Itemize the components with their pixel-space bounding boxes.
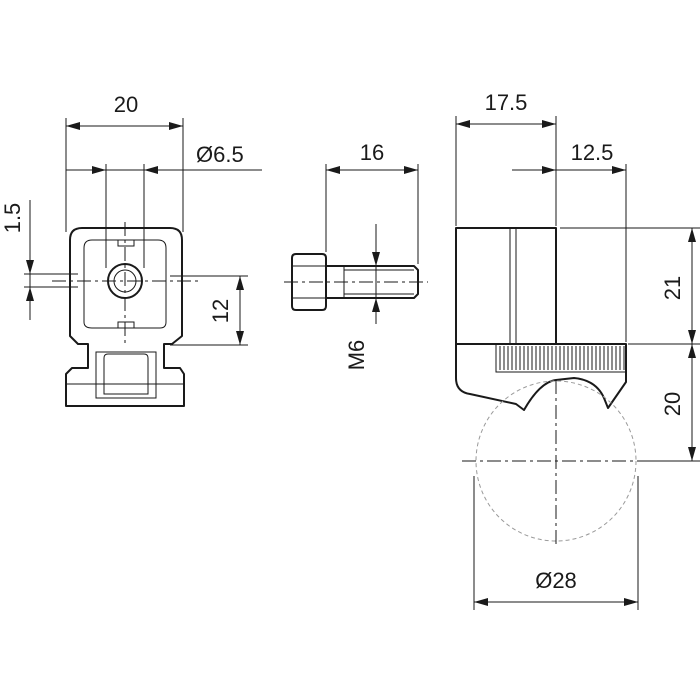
dim-label-side-height-upper: 21 [660,276,685,300]
dim-21-arrow-bottom [688,330,696,344]
dim-20s-arrow-top [688,344,696,358]
front-view-notch-bottom [117,321,135,328]
front-view-notch-top [117,240,135,247]
dim-label-front-width: 20 [114,92,138,117]
dim-12-arrow-bottom [236,331,244,345]
dim-17-5-arrow-left [456,120,470,128]
dim-16-arrow-left [326,166,340,174]
bolt-view: 16 M6 [284,140,428,370]
dim-16-arrow-right [404,166,418,174]
dim-20s-arrow-bottom [688,447,696,461]
front-view-window [83,239,167,329]
dim-12-5-arrow-left [542,166,556,174]
dim-bore-arrow-right [144,166,158,174]
tube-circle [475,380,637,542]
dim-m6-arrow-top [372,252,380,266]
dim-1-5-arrow-top [26,260,34,274]
front-view: 20 Ø6.5 1.5 12 [0,92,262,407]
dim-label-side-offset: 12.5 [571,140,614,165]
dim-20-arrow-right [169,122,183,130]
side-view: 17.5 12.5 21 20 Ø28 [455,90,700,610]
front-view-outline [65,227,185,407]
dim-label-side-height-lower: 20 [660,392,685,416]
bolt-head [291,253,327,311]
dim-bore-arrow-left [92,166,106,174]
front-view-foot-inner [95,351,157,399]
front-view-foot-tab [103,353,149,395]
dim-28-arrow-left [474,598,488,606]
dim-28-arrow-right [624,598,638,606]
dim-m6-arrow-bottom [372,298,380,312]
dim-label-side-width: 17.5 [485,90,528,115]
dim-label-tube-diameter: Ø28 [535,568,577,593]
dim-label-vertical-offset: 1.5 [0,203,25,234]
dim-label-bore-diameter: Ø6.5 [196,142,244,167]
dim-12-arrow-top [236,276,244,290]
side-view-jaw [455,343,627,411]
dim-label-thread: M6 [344,340,369,371]
dim-21-arrow-top [688,228,696,242]
dim-17-5-arrow-right [542,120,556,128]
dim-label-bolt-length: 16 [360,140,384,165]
side-view-screw [495,343,627,373]
dim-12-5-arrow-right [612,166,626,174]
dim-20-arrow-left [66,122,80,130]
dim-1-5-arrow-bottom [26,287,34,301]
side-view-knurl [499,346,625,370]
dim-label-bore-height: 12 [208,299,233,323]
side-view-block [455,227,557,345]
